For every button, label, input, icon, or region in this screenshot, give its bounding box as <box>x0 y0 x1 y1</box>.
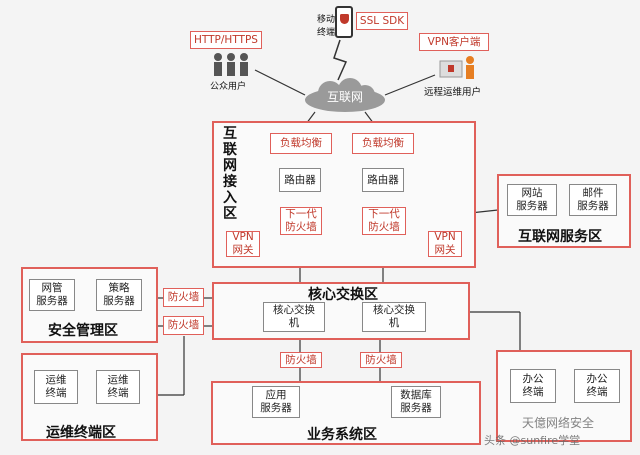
ssl-sdk-box: SSL SDK <box>356 12 408 30</box>
public-users-label: 公众用户 <box>210 82 247 92</box>
vpn-client-box: VPN客户端 <box>419 33 489 51</box>
ops-terminal-zone-title: 运维终端区 <box>46 425 116 441</box>
ops-terminal-2: 运维 终端 <box>96 370 140 404</box>
public-users-icon <box>210 52 252 78</box>
router-2: 路由器 <box>362 168 404 192</box>
http-https-box: HTTP/HTTPS <box>190 31 262 49</box>
watermark-line-2: 头条 @sunfire学堂 <box>484 434 581 447</box>
core-switch-1: 核心交换 机 <box>263 302 325 332</box>
remote-ops-users-label: 远程运维用户 <box>424 87 482 98</box>
mail-server: 邮件 服务器 <box>569 184 617 216</box>
web-server: 网站 服务器 <box>507 184 557 216</box>
vpn-gateway-2: VPN 网关 <box>428 231 462 257</box>
office-terminal-1: 办公 终端 <box>510 369 556 403</box>
core-switching-zone-title: 核心交换区 <box>308 287 378 303</box>
vpn-gateway-1: VPN 网关 <box>226 231 260 257</box>
business-system-zone-title: 业务系统区 <box>307 427 377 443</box>
firewall-left-1: 防火墙 <box>163 288 204 307</box>
internet-cloud-icon <box>300 78 390 114</box>
ops-terminal-1: 运维 终端 <box>34 370 78 404</box>
router-1: 路由器 <box>279 168 321 192</box>
load-balancer-1: 负载均衡 <box>270 133 332 154</box>
core-switching-zone <box>212 282 470 340</box>
firewall-bottom-2: 防火墙 <box>360 352 402 368</box>
internet-label: 互联网 <box>326 90 363 104</box>
office-terminal-2: 办公 终端 <box>574 369 620 403</box>
nms-server: 网管 服务器 <box>29 279 75 311</box>
ngfw-2: 下一代 防火墙 <box>362 207 406 235</box>
firewall-left-2: 防火墙 <box>163 316 204 335</box>
db-server: 数据库 服务器 <box>391 386 441 418</box>
internet-access-zone-title: 互联网 接 入 区 <box>223 126 237 222</box>
mobile-terminal-label: 移动 终端 <box>316 15 335 38</box>
load-balancer-2: 负载均衡 <box>352 133 414 154</box>
firewall-bottom-1: 防火墙 <box>280 352 322 368</box>
core-switch-2: 核心交换 机 <box>362 302 426 332</box>
policy-server: 策略 服务器 <box>96 279 142 311</box>
security-mgmt-zone-title: 安全管理区 <box>48 323 118 339</box>
internet-service-zone-title: 互联网服务区 <box>518 229 602 245</box>
remote-user-icon <box>438 55 478 81</box>
mobile-phone-icon <box>335 6 353 38</box>
watermark-line-1: 天億网络安全 <box>522 416 595 430</box>
app-server: 应用 服务器 <box>252 386 300 418</box>
ngfw-1: 下一代 防火墙 <box>280 207 322 235</box>
